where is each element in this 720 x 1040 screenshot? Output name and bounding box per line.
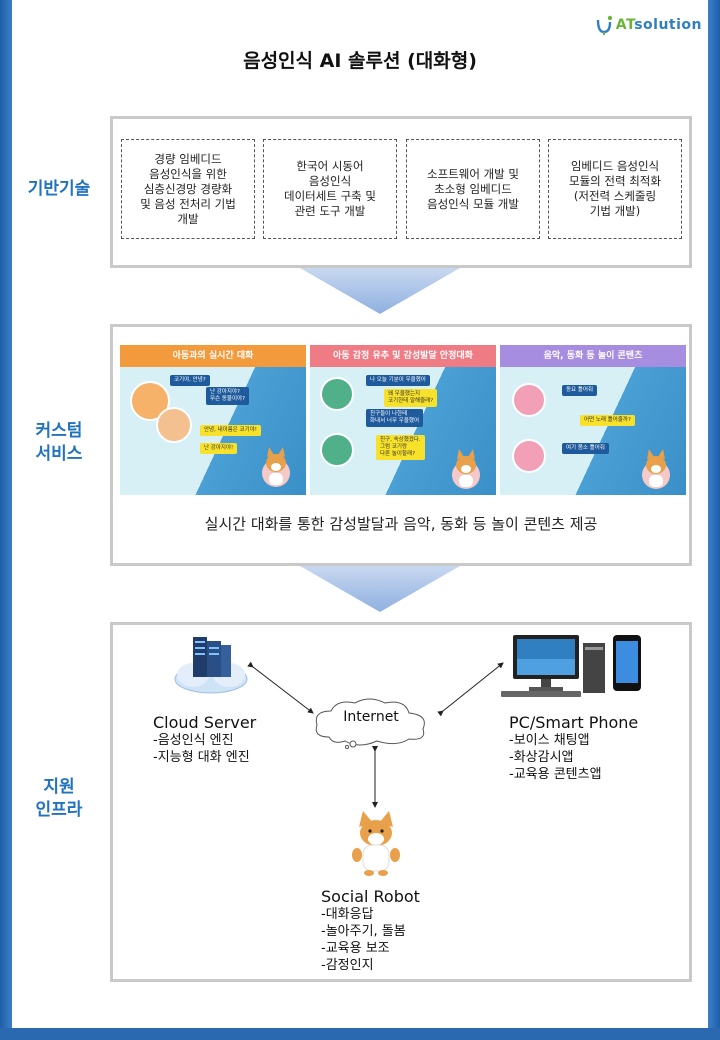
internet-label: Internet [343, 709, 399, 725]
section-label-tech: 기반기술 [27, 179, 91, 199]
logo-text: ATsolution [615, 17, 702, 33]
tech-card-1: 경량 임베디드 음성인식을 위한 심층신경망 경량화 및 음성 전처리 기법 개… [121, 139, 255, 239]
service-panel-3: 음악, 동화 등 놀이 콘텐츠 동요 틀어줘 어떤 노래 틀어줄까? 여기 봄소… [500, 345, 686, 495]
pc-smartphone-items: -보이스 채팅앱 -화상감시앱 -교육용 콘텐츠앱 [509, 733, 602, 782]
child-avatar-icon [320, 377, 354, 411]
girl-avatar-icon [512, 383, 546, 417]
service-caption: 실시간 대화를 통한 감성발달과 음악, 동화 등 놀이 콘텐츠 제공 [204, 515, 598, 533]
social-robot-title: Social Robot [321, 887, 420, 906]
chat-bubble: 나 오늘 기분이 우울했어 [366, 375, 430, 386]
connection-arrows [247, 661, 504, 808]
chat-bubble: 동요 틀어줘 [562, 385, 598, 396]
service-panel-scene: 동요 틀어줘 어떤 노래 틀어줄까? 여기 봄소 틀어줘 [500, 367, 686, 495]
service-panel-title: 아동과의 실시간 대화 [120, 345, 306, 367]
arrow-internet-pc [437, 662, 504, 717]
social-robot-icon [352, 811, 400, 876]
cloud-server-icon [174, 637, 248, 694]
social-robot-items: -대화응답 -놀아주기, 돌봄 -교육용 보조 -감정인지 [321, 907, 406, 973]
girl-avatar-icon [512, 439, 546, 473]
cloud-server-items: -음성인식 엔진 -지능형 대화 엔진 [153, 733, 250, 765]
chat-bubble: 난 강아지야! [200, 443, 238, 454]
chat-bubble: 친구들이 나한테 화내서 너무 우울했어 [366, 409, 424, 427]
cloud-server-title: Cloud Server [153, 713, 257, 732]
tech-card-2: 한국어 시동어 음성인식 데이터세트 구축 및 관련 도구 개발 [263, 139, 397, 239]
boy-avatar-icon [156, 407, 192, 443]
pc-smartphone-title: PC/Smart Phone [509, 713, 639, 732]
chat-bubble: 난 강아지야? 무슨 동물이야? [206, 387, 250, 405]
corgi-icon [452, 449, 480, 489]
arrow-cloud-internet [247, 661, 314, 714]
internet-cloud-icon [315, 698, 425, 749]
pc-smartphone-node: PC/Smart Phone -보이스 채팅앱 -화상감시앱 -교육용 콘텐츠앱 [509, 713, 638, 783]
chat-bubble: 어떤 노래 틀어줄까? [580, 415, 635, 426]
service-panel-1: 아동과의 실시간 대화 코기야, 안녕? 난 강아지야? 무슨 동물이야? 안녕… [120, 345, 306, 495]
chat-bubble: 왜 우울했는지 코기한테 말해줄래? [384, 389, 438, 407]
tech-card-4: 임베디드 음성인식 모듈의 전력 최적화 (저전력 스케줄링 기법 개발) [548, 139, 682, 239]
logo-mark-icon [596, 15, 612, 35]
tech-card-3: 소프트웨어 개발 및 초소형 임베디드 음성인식 모듈 개발 [406, 139, 540, 239]
service-panel-scene: 코기야, 안녕? 난 강아지야? 무슨 동물이야? 안녕, 내이름은 코기야! … [120, 367, 306, 495]
service-panel-2: 아동 감정 유추 및 감성발달 안정대화 나 오늘 기분이 우울했어 왜 우울했… [310, 345, 496, 495]
section-label-infra: 지원 인프라 [35, 777, 83, 820]
service-panel-title: 음악, 동화 등 놀이 콘텐츠 [500, 345, 686, 367]
service-box: 아동과의 실시간 대화 코기야, 안녕? 난 강아지야? 무슨 동물이야? 안녕… [110, 324, 692, 566]
cloud-server-node: Cloud Server -음성인식 엔진 -지능형 대화 엔진 [153, 713, 256, 766]
down-arrow-icon [300, 268, 460, 314]
pc-smartphone-icon [501, 635, 641, 697]
tech-box: 경량 임베디드 음성인식을 위한 심층신경망 경량화 및 음성 전처리 기법 개… [110, 116, 692, 268]
social-robot-node: Social Robot -대화응답 -놀아주기, 돌봄 -교육용 보조 -감정… [321, 887, 420, 974]
page-title: 음성인식 AI 솔루션 (대화형) [243, 50, 477, 72]
bottom-band [0, 1028, 720, 1040]
chat-bubble: 친구, 속상했겠다. 그럼 코기랑 다른 놀이할래? [376, 435, 425, 460]
child-avatar-icon [320, 433, 354, 467]
chat-bubble: 코기야, 안녕? [170, 375, 210, 386]
infra-box: Cloud Server -음성인식 엔진 -지능형 대화 엔진 Interne… [110, 622, 692, 982]
section-label-service: 커스텀 서비스 [35, 421, 83, 464]
service-panel-title: 아동 감정 유추 및 감성발달 안정대화 [310, 345, 496, 367]
down-arrow-icon [300, 566, 460, 612]
chat-bubble: 안녕, 내이름은 코기야! [200, 425, 261, 436]
service-panel-scene: 나 오늘 기분이 우울했어 왜 우울했는지 코기한테 말해줄래? 친구들이 나한… [310, 367, 496, 495]
corgi-icon [262, 447, 290, 487]
corgi-icon [642, 449, 670, 489]
chat-bubble: 여기 봄소 틀어줘 [562, 443, 609, 454]
atsolution-logo: ATsolution [595, 14, 702, 36]
